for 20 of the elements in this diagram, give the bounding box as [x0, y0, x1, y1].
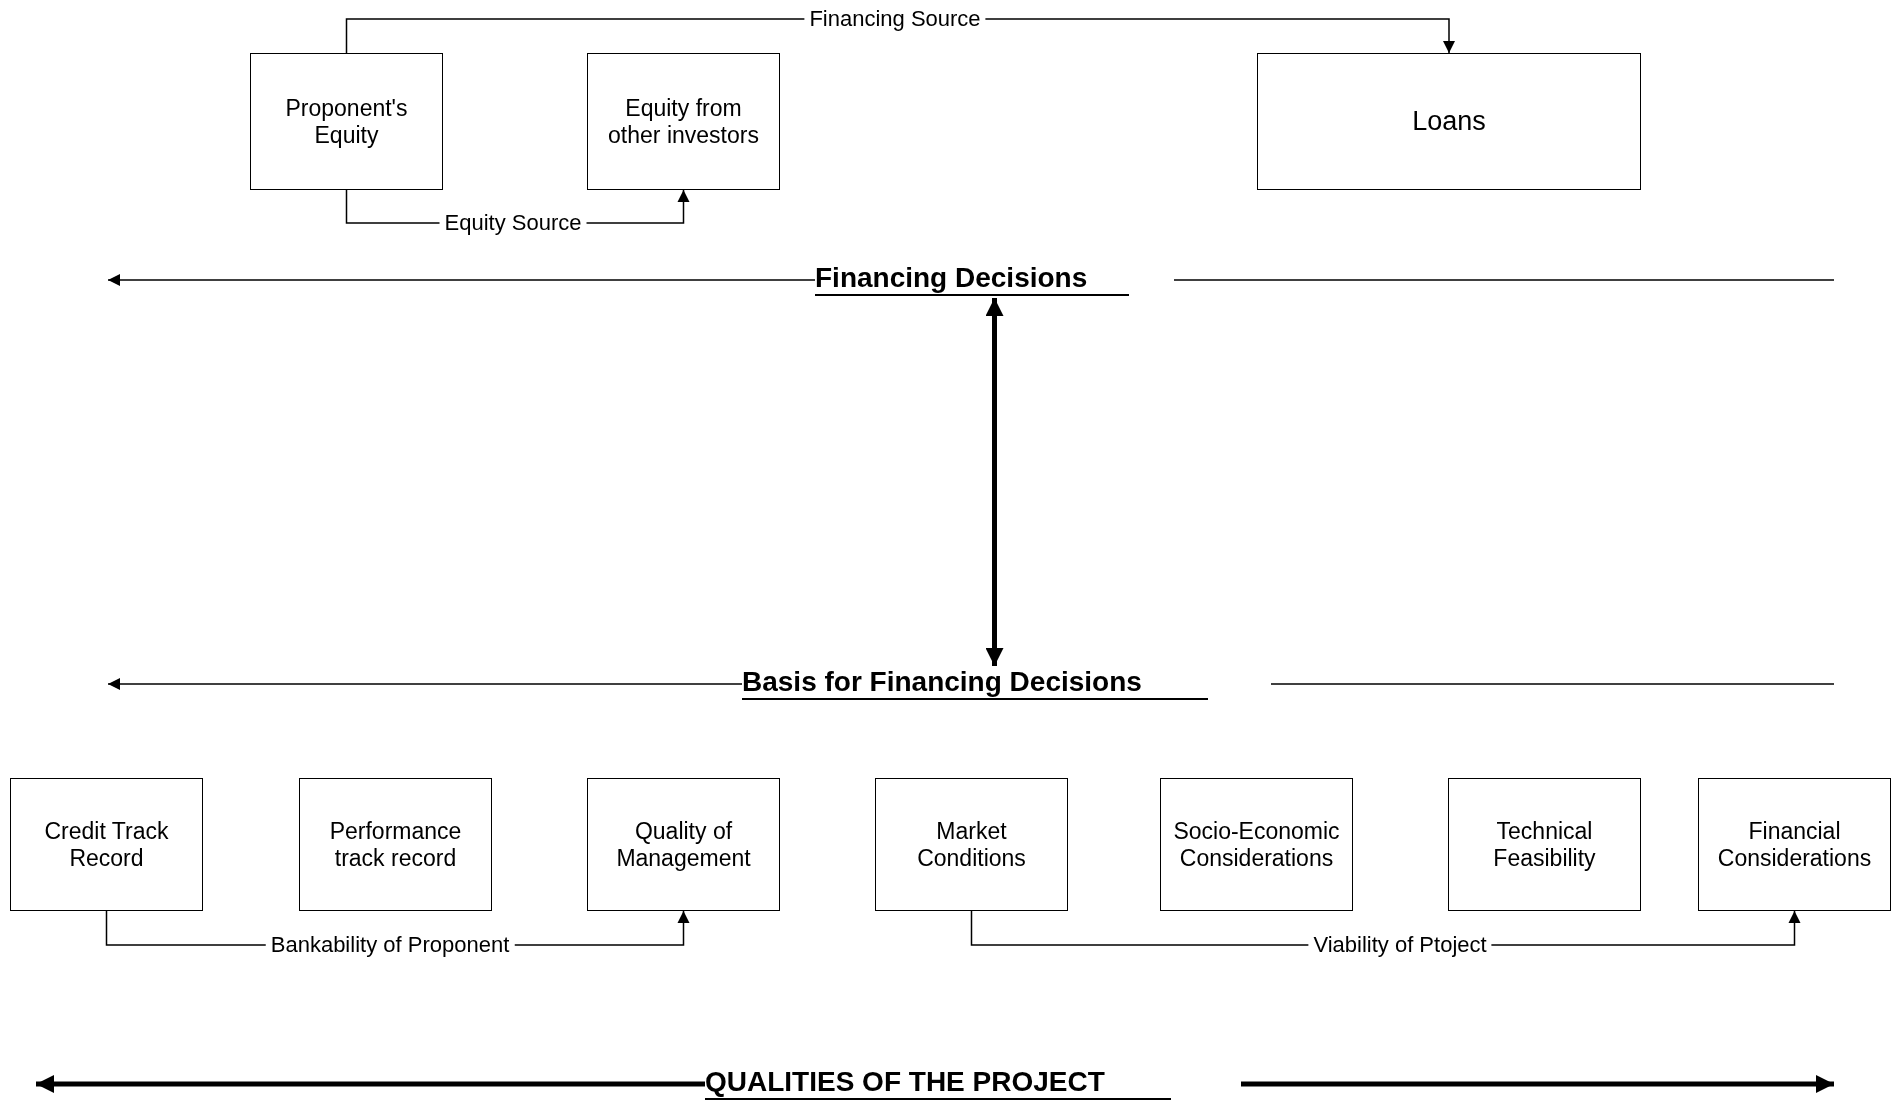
- arrow: [107, 678, 743, 690]
- process-box: Market Conditions: [875, 778, 1068, 911]
- process-box: Credit Track Record: [10, 778, 203, 911]
- arrow: [1241, 1075, 1834, 1093]
- arrow: [36, 1075, 705, 1093]
- arrow: [985, 298, 1004, 666]
- process-box: Quality of Management: [587, 778, 780, 911]
- process-box: Technical Feasibility: [1448, 778, 1641, 911]
- arrow: [107, 274, 816, 286]
- connector-line: [1173, 279, 1835, 281]
- process-box: Financial Considerations: [1698, 778, 1891, 911]
- process-box: Performance track record: [299, 778, 492, 911]
- process-box: Loans: [1257, 53, 1641, 190]
- section-heading: QUALITIES OF THE PROJECT: [705, 1066, 1171, 1100]
- section-heading: Financing Decisions: [815, 262, 1130, 296]
- process-box: Socio-Economic Considerations: [1160, 778, 1353, 911]
- connector-line: [1270, 683, 1835, 685]
- section-heading: Basis for Financing Decisions: [742, 666, 1208, 700]
- process-box: Equity from other investors: [587, 53, 780, 190]
- process-box: Proponent's Equity: [250, 53, 443, 190]
